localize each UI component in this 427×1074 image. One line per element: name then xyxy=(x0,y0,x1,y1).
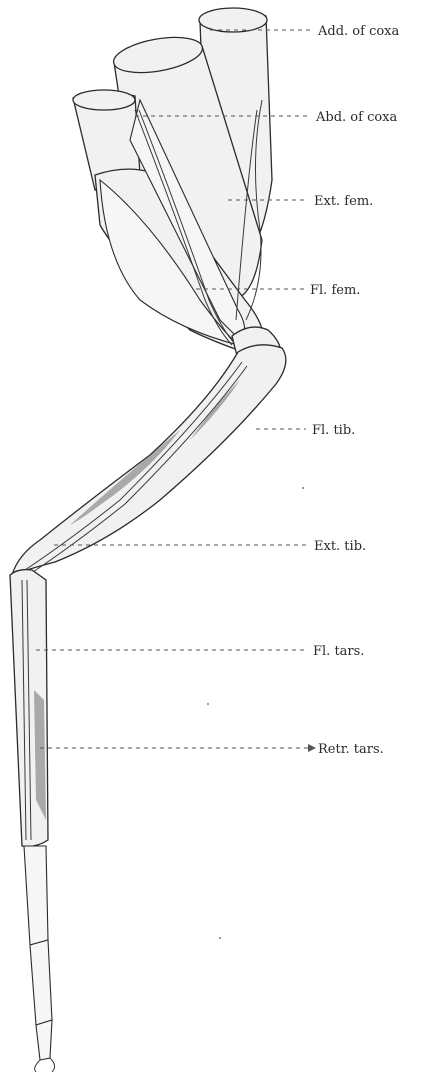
label-fl-tib: Fl. tib. xyxy=(312,423,355,438)
tarsus xyxy=(10,570,55,1072)
leader-retr-tars-arrowhead xyxy=(308,744,316,752)
label-fl-fem: Fl. fem. xyxy=(310,283,360,298)
speck xyxy=(302,487,304,489)
speck xyxy=(219,937,221,939)
label-ext-fem: Ext. fem. xyxy=(314,194,373,209)
label-add-coxa: Add. of coxa xyxy=(317,24,400,39)
tibia xyxy=(12,345,286,575)
label-retr-tars: Retr. tars. xyxy=(318,742,384,757)
labels: Add. of coxa Abd. of coxa Ext. fem. Fl. … xyxy=(310,24,400,757)
label-ext-tib: Ext. tib. xyxy=(314,539,366,554)
speck xyxy=(207,703,209,705)
label-abd-coxa: Abd. of coxa xyxy=(315,110,398,125)
label-fl-tars: Fl. tars. xyxy=(313,644,364,659)
